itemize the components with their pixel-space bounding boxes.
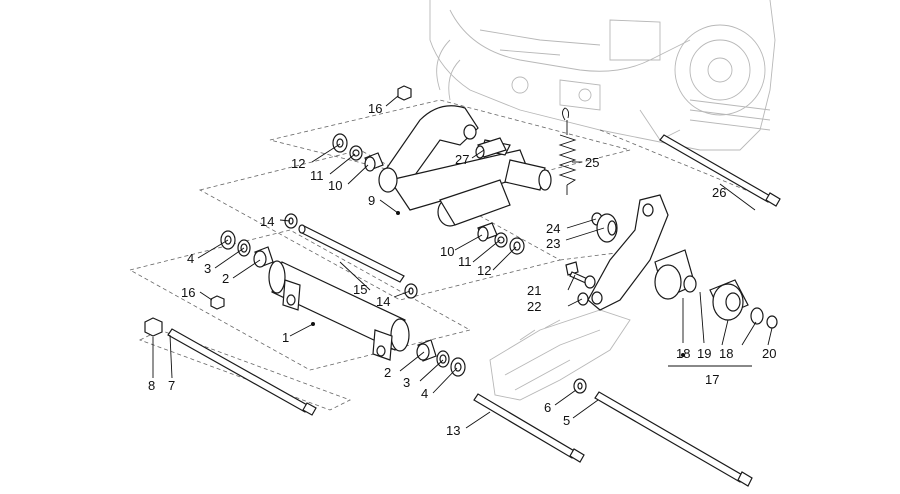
callout-11-lower[interactable]: 11 <box>458 254 472 269</box>
callout-3-lower[interactable]: 3 <box>403 375 410 390</box>
callout-18-right[interactable]: 18 <box>719 346 733 361</box>
callout-4-upper[interactable]: 4 <box>187 251 194 266</box>
callout-20[interactable]: 20 <box>762 346 776 361</box>
callout-26[interactable]: 26 <box>712 185 726 200</box>
callout-5[interactable]: 5 <box>563 413 570 428</box>
callout-25[interactable]: 25 <box>585 155 599 170</box>
callout-21[interactable]: 21 <box>527 283 541 298</box>
callout-12-upper[interactable]: 12 <box>291 156 305 171</box>
bushing-set-left-upper <box>220 230 274 268</box>
callout-9[interactable]: 9 <box>368 193 375 208</box>
engine-ghost <box>429 0 776 151</box>
link-tube-part-1 <box>268 260 410 361</box>
callout-16-left[interactable]: 16 <box>181 285 195 300</box>
callout-24[interactable]: 24 <box>546 221 560 236</box>
bolt-part-26 <box>659 134 781 207</box>
bushing-set-lower <box>477 222 525 255</box>
callout-12-lower[interactable]: 12 <box>477 263 491 278</box>
leader-lines <box>152 95 773 429</box>
callout-8[interactable]: 8 <box>148 378 155 393</box>
callout-13[interactable]: 13 <box>446 423 460 438</box>
callout-2-lower[interactable]: 2 <box>384 365 391 380</box>
callout-1[interactable]: 1 <box>282 330 289 345</box>
shaft-part-15 <box>298 224 405 283</box>
callout-14-lower[interactable]: 14 <box>376 294 390 309</box>
callout-23[interactable]: 23 <box>546 236 560 251</box>
callout-22[interactable]: 22 <box>527 299 541 314</box>
callout-17[interactable]: 17 <box>705 372 719 387</box>
bolt-part-5 <box>594 391 753 487</box>
callout-16-top[interactable]: 16 <box>368 101 382 116</box>
bushing-part-23 <box>596 213 618 243</box>
callout-6[interactable]: 6 <box>544 400 551 415</box>
callout-7[interactable]: 7 <box>168 378 175 393</box>
washer-part-22 <box>577 275 596 306</box>
bolt-part-13 <box>473 393 585 463</box>
callout-10-upper[interactable]: 10 <box>328 178 342 193</box>
callout-3-upper[interactable]: 3 <box>204 261 211 276</box>
washer-part-6 <box>573 378 587 394</box>
bushing-set-left-lower <box>416 339 466 377</box>
callout-18-left[interactable]: 18 <box>676 346 690 361</box>
callout-14-upper[interactable]: 14 <box>260 214 274 229</box>
callout-numbers: 16 27 25 12 11 10 9 26 14 24 23 10 11 12… <box>148 101 776 438</box>
callout-4-lower[interactable]: 4 <box>421 386 428 401</box>
nut-part-16-left <box>210 295 225 310</box>
callout-19[interactable]: 19 <box>697 346 711 361</box>
callout-2-upper[interactable]: 2 <box>222 271 229 286</box>
swing-arm-part-9 <box>378 105 552 227</box>
bolt-part-7 <box>167 328 317 416</box>
spring-part-25 <box>558 107 577 195</box>
silent-block-assembly-part-17 <box>654 249 778 329</box>
callout-11-upper[interactable]: 11 <box>310 168 324 183</box>
frame-ghost <box>489 309 631 401</box>
nut-part-8 <box>144 317 163 337</box>
callout-27[interactable]: 27 <box>455 152 469 167</box>
pin-part-27 <box>475 137 507 159</box>
callout-10-lower[interactable]: 10 <box>440 244 454 259</box>
nut-part-16-top <box>397 85 412 101</box>
bushing-set-upper-left <box>332 133 384 172</box>
washer-part-14-lower <box>404 283 418 299</box>
callout-15[interactable]: 15 <box>353 282 367 297</box>
engine-bracket <box>587 194 669 311</box>
